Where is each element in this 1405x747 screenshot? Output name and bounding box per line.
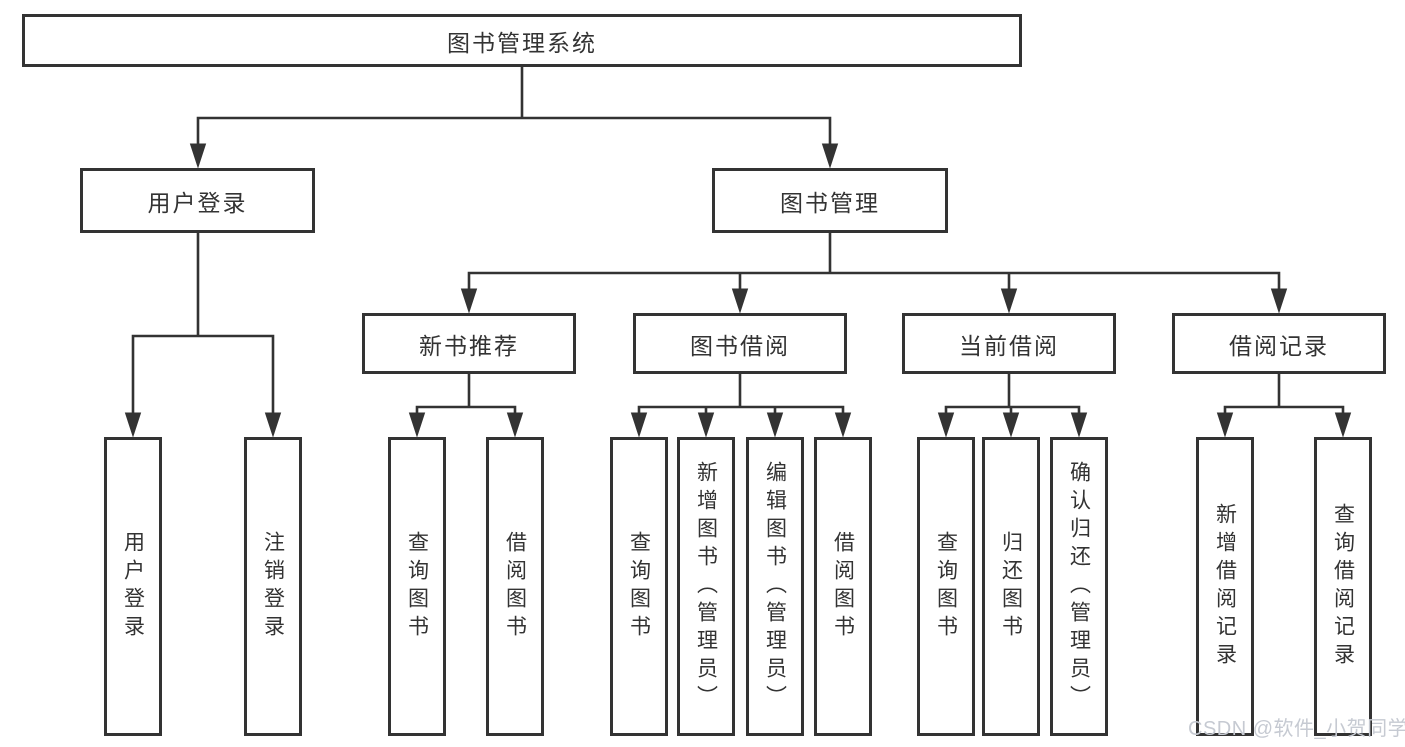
node-book-borrowing: 图书借阅 (633, 313, 847, 374)
node-borrowing-records: 借阅记录 (1172, 313, 1386, 374)
leaf-add-book-admin: 新增图书（管理员） (677, 437, 735, 736)
node-book-management-branch: 图书管理 (712, 168, 948, 233)
node-label: 查询图书 (627, 530, 651, 643)
connector-new-book-group (415, 374, 517, 415)
node-label: 编辑图书（管理员） (763, 460, 787, 713)
node-label: 图书借阅 (690, 332, 790, 359)
node-label: 图书管理系统 (447, 29, 597, 56)
leaf-query-books-recommend: 查询图书 (388, 437, 446, 736)
arrowhead (1070, 412, 1088, 438)
arrowhead (189, 143, 207, 169)
arrowhead (1270, 288, 1288, 314)
connector-book-branch (467, 233, 1281, 291)
arrowhead (821, 143, 839, 169)
leaf-borrow-books-recommend: 借阅图书 (486, 437, 544, 736)
leaf-return-book: 归还图书 (982, 437, 1040, 736)
leaf-edit-book-admin: 编辑图书（管理员） (746, 437, 804, 736)
node-label: 借阅图书 (503, 530, 527, 643)
arrowhead (124, 412, 142, 438)
node-label: 注销登录 (261, 530, 285, 643)
arrowhead (697, 412, 715, 438)
node-label: 查询图书 (934, 530, 958, 643)
node-label: 查询图书 (405, 530, 429, 643)
node-label: 图书管理 (780, 189, 880, 216)
node-label: 借阅图书 (831, 530, 855, 643)
node-new-book-recommendation: 新书推荐 (362, 313, 576, 374)
node-label: 新增图书（管理员） (694, 460, 718, 713)
arrowhead (834, 412, 852, 438)
node-label: 新书推荐 (419, 332, 519, 359)
leaf-borrow-books: 借阅图书 (814, 437, 872, 736)
node-label: 借阅记录 (1229, 332, 1329, 359)
node-label: 新增借阅记录 (1213, 502, 1237, 671)
leaf-logout: 注销登录 (244, 437, 302, 736)
node-label: 归还图书 (999, 530, 1023, 643)
connector-user-branch (131, 233, 275, 415)
csdn-watermark: CSDN @软件_小贺同学 (1188, 718, 1405, 740)
node-label: 用户登录 (121, 530, 145, 643)
arrowhead (937, 412, 955, 438)
leaf-confirm-return-admin: 确认归还（管理员） (1050, 437, 1108, 736)
arrowhead (408, 412, 426, 438)
leaf-query-books-borrow: 查询图书 (610, 437, 668, 736)
leaf-add-borrow-record: 新增借阅记录 (1196, 437, 1254, 736)
connector-root-to-level2 (196, 66, 832, 146)
arrowhead (766, 412, 784, 438)
leaf-query-books-current: 查询图书 (917, 437, 975, 736)
connector-borrow-record-group (1223, 374, 1345, 415)
node-label: 确认归还（管理员） (1067, 460, 1091, 713)
arrowhead (1000, 288, 1018, 314)
node-label: 用户登录 (147, 189, 248, 216)
connector-current-borrow-group (944, 374, 1081, 415)
arrowhead (460, 288, 478, 314)
arrowhead (1002, 412, 1020, 438)
arrowhead (1216, 412, 1234, 438)
arrowhead (506, 412, 524, 438)
arrowhead (630, 412, 648, 438)
node-user-login-branch: 用户登录 (80, 168, 315, 233)
node-label: 当前借阅 (959, 332, 1059, 359)
node-label: 查询借阅记录 (1331, 502, 1355, 671)
connector-book-borrow-group (637, 374, 845, 415)
leaf-query-borrow-record: 查询借阅记录 (1314, 437, 1372, 736)
node-root: 图书管理系统 (22, 14, 1022, 67)
node-current-borrowing: 当前借阅 (902, 313, 1116, 374)
leaf-user-login: 用户登录 (104, 437, 162, 736)
arrowhead (264, 412, 282, 438)
arrowhead (731, 288, 749, 314)
arrowhead (1334, 412, 1352, 438)
